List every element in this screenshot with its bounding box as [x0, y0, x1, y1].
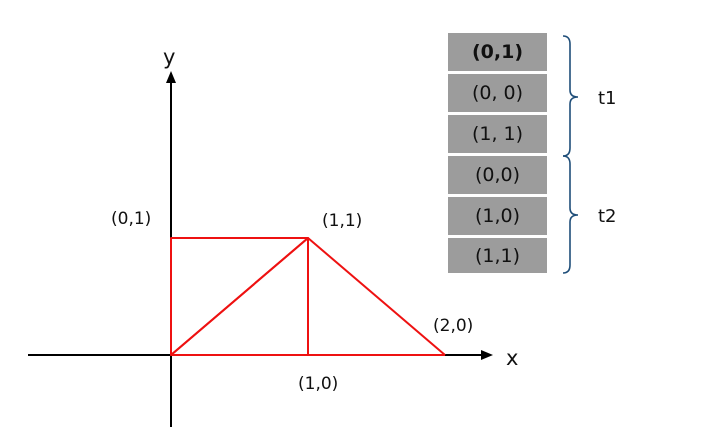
- table-cell: (0, 0): [446, 72, 549, 114]
- point-label-2-0: (2,0): [433, 316, 473, 336]
- table-cell-text: (1,1): [475, 245, 520, 267]
- table-cell-text: (0,0): [475, 164, 520, 186]
- table-cell-bg: [446, 195, 549, 237]
- table-cell: (1,1): [446, 236, 549, 275]
- mesh-shapes: [170, 237, 446, 356]
- table-cell-bg: [446, 31, 549, 73]
- brace-t1: [562, 35, 579, 157]
- table-cell: (0,1): [446, 31, 549, 73]
- point-labels: (0,1) (1,1) (2,0) (1,0): [111, 209, 473, 394]
- axes: x y: [28, 45, 518, 427]
- table-cell-text: (0, 0): [472, 82, 523, 104]
- mesh-edge-0: [307, 237, 446, 356]
- y-axis-arrowhead: [166, 71, 176, 83]
- brace-label-t1: t1: [598, 88, 617, 109]
- point-label-1-0: (1,0): [298, 374, 338, 394]
- y-axis-label: y: [163, 45, 175, 69]
- table-cell-text: (1, 1): [472, 123, 523, 145]
- table-cell: (0,0): [446, 154, 549, 196]
- triangle-t2: [170, 237, 309, 356]
- brace-t2: [562, 155, 579, 274]
- table-cell-bg: [446, 236, 549, 275]
- point-label-1-1: (1,1): [322, 211, 362, 231]
- group-braces: t1 t2: [562, 35, 617, 274]
- vertex-table: (0,1) (0, 0) (1, 1) (0,0) (1,0) (1,1): [446, 31, 549, 275]
- table-cell: (1,0): [446, 195, 549, 237]
- point-label-0-1: (0,1): [111, 209, 151, 229]
- table-cell-bg: [446, 113, 549, 155]
- x-axis-label: x: [506, 346, 518, 370]
- brace-label-t2: t2: [598, 206, 617, 227]
- table-cell: (1, 1): [446, 113, 549, 155]
- table-cell-text: (1,0): [475, 205, 520, 227]
- x-axis-arrowhead: [481, 350, 493, 360]
- table-cell-text: (0,1): [472, 41, 523, 63]
